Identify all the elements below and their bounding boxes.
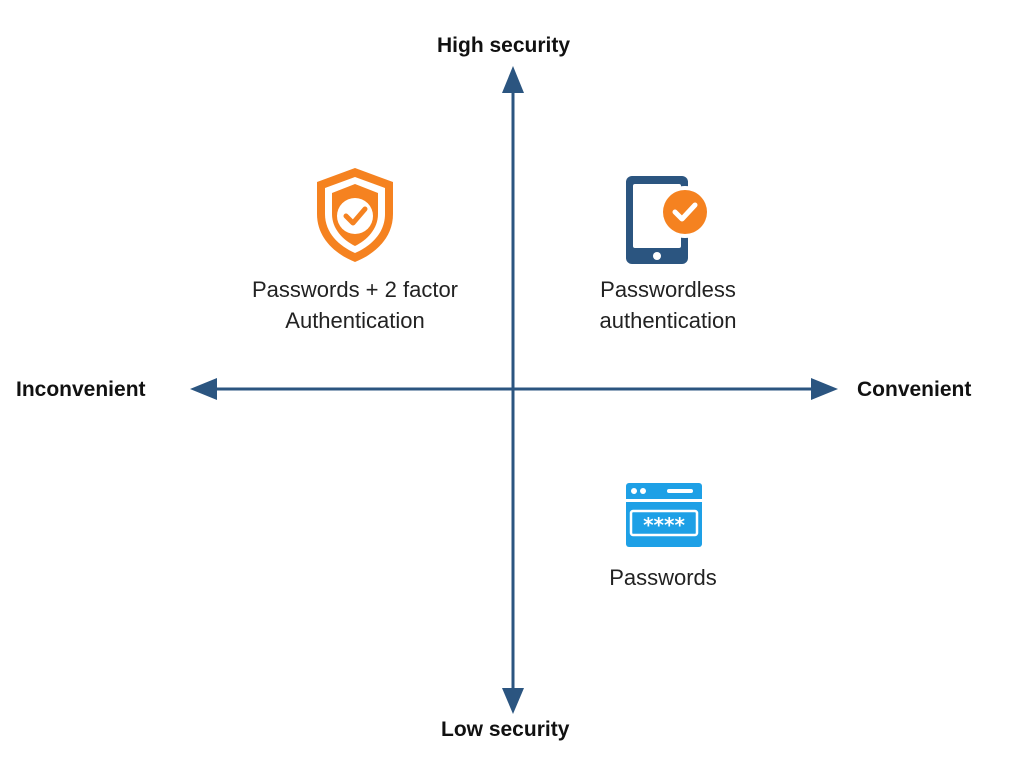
axis-label-top: High security	[437, 34, 571, 57]
quadrant-label-passwordless-line1: Passwordless	[600, 277, 736, 302]
quadrant-label-2fa-line1: Passwords + 2 factor	[251, 277, 459, 302]
masked-password-text: ****	[643, 513, 685, 537]
axis-label-left: Inconvenient	[16, 378, 146, 401]
quadrant-label-passwords: Passwords	[563, 562, 763, 593]
down-arrowhead	[502, 688, 524, 714]
quadrant-label-passwords-line1: Passwords	[609, 565, 717, 590]
left-arrowhead	[190, 378, 217, 400]
phone-check-icon	[626, 176, 711, 264]
axis-label-bottom: Low security	[441, 718, 570, 741]
shield-check-icon	[317, 168, 393, 262]
quadrant-label-passwordless: Passwordless authentication	[568, 274, 768, 336]
password-window-icon: ****	[626, 483, 702, 547]
quadrant-label-passwordless-line2: authentication	[599, 308, 737, 333]
axis-label-right: Convenient	[857, 378, 972, 401]
quadrant-label-2fa: Passwords + 2 factor Authentication	[230, 274, 480, 336]
quadrant-label-2fa-line2: Authentication	[285, 308, 425, 333]
up-arrowhead	[502, 66, 524, 93]
right-arrowhead	[811, 378, 838, 400]
